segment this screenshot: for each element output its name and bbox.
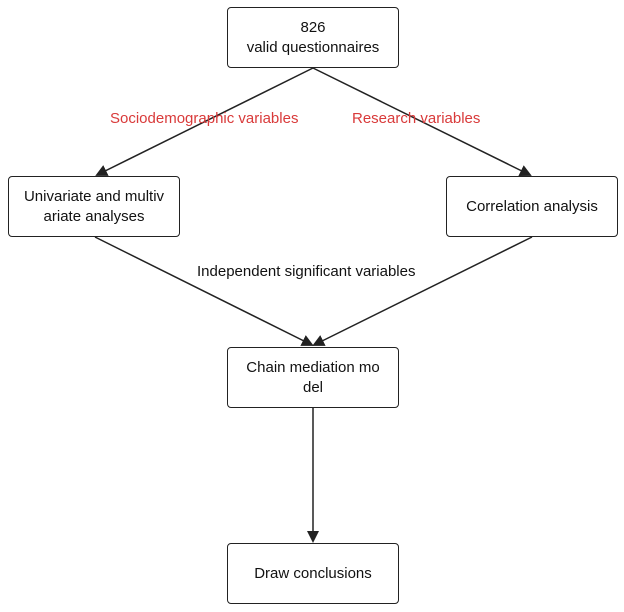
edge-top-to-left bbox=[95, 67, 314, 176]
node-line: Chain mediation mo bbox=[246, 358, 380, 376]
node-univariate-multivariate-analyses: Univariate and multiv ariate analyses bbox=[8, 176, 180, 237]
node-line: ariate analyses bbox=[43, 207, 145, 225]
node-chain-mediation-model: Chain mediation mo del bbox=[227, 347, 399, 408]
node-valid-questionnaires: 826 valid questionnaires bbox=[227, 7, 399, 68]
node-line: valid questionnaires bbox=[246, 38, 380, 56]
edge-top-to-right bbox=[312, 67, 532, 176]
label-sociodemographic-variables: Sociodemographic variables bbox=[110, 110, 299, 127]
node-line: Correlation analysis bbox=[466, 197, 598, 215]
node-line: Draw conclusions bbox=[254, 564, 372, 582]
label-research-variables: Research variables bbox=[352, 110, 481, 127]
node-line: Univariate and multiv bbox=[23, 187, 165, 205]
edge-right-to-mid bbox=[312, 236, 533, 346]
node-line: del bbox=[302, 378, 324, 396]
label-independent-significant-variables: Independent significant variables bbox=[197, 263, 416, 280]
node-correlation-analysis: Correlation analysis bbox=[446, 176, 618, 237]
edge-left-to-mid bbox=[94, 236, 314, 346]
node-draw-conclusions: Draw conclusions bbox=[227, 543, 399, 604]
node-line: 826 bbox=[300, 18, 326, 36]
